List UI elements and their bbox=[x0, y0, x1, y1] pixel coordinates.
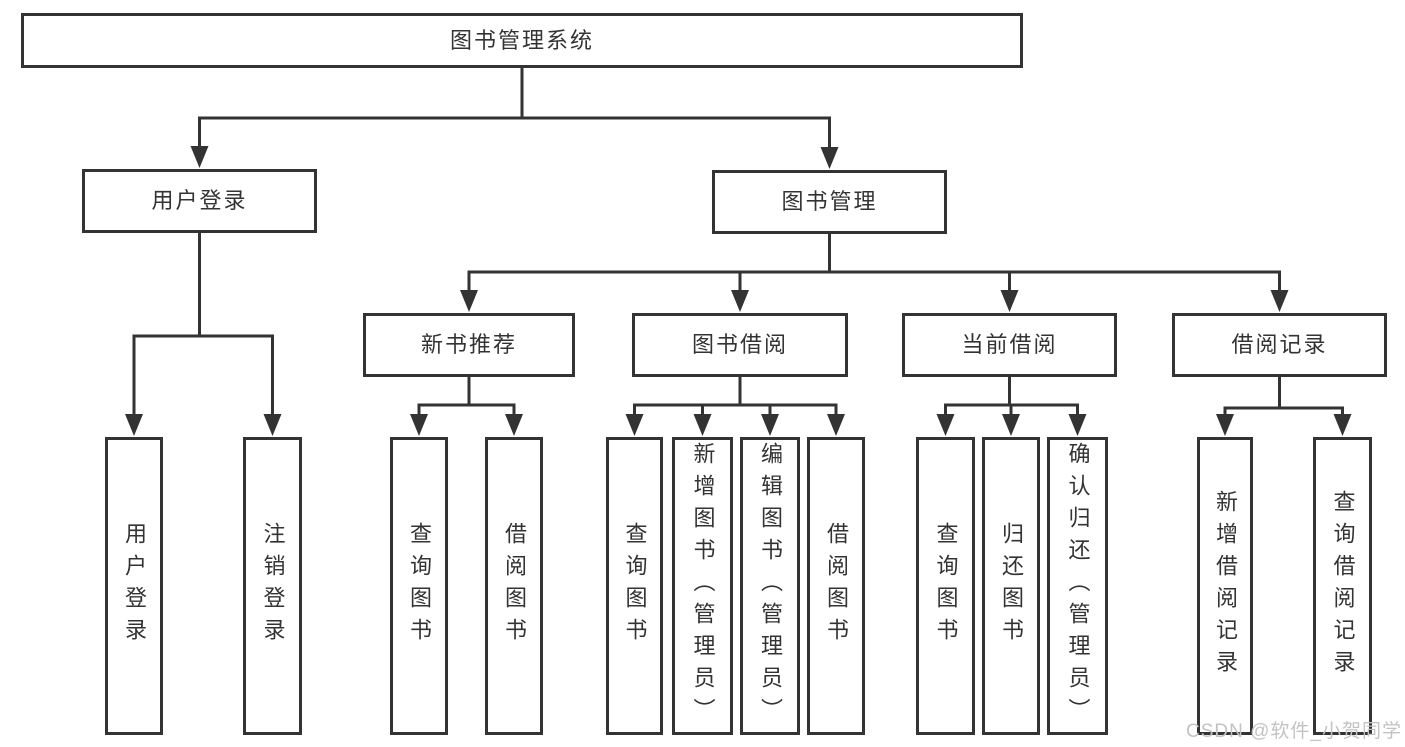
node-borrow-book-2: 借阅图书 bbox=[807, 437, 865, 735]
node-borrow-book-2-label: 借阅图书 bbox=[824, 522, 849, 650]
node-logout: 注销登录 bbox=[243, 437, 302, 735]
node-root-label: 图书管理系统 bbox=[449, 27, 594, 53]
node-query-book-2: 查询图书 bbox=[606, 437, 663, 735]
arrowhead-icon bbox=[731, 290, 749, 312]
node-current-borrow: 当前借阅 bbox=[902, 313, 1117, 377]
node-add-book: 新增图书（管理员） bbox=[672, 437, 733, 735]
arrowhead-icon bbox=[263, 414, 282, 436]
node-edit-book-label: 编辑图书（管理员） bbox=[758, 442, 783, 730]
node-return-book-label: 归还图书 bbox=[999, 522, 1024, 650]
arrowhead-icon bbox=[1000, 290, 1019, 312]
arrowhead-icon bbox=[460, 290, 478, 312]
arrowhead-icon bbox=[410, 414, 428, 436]
node-query-borrow-record-label: 查询借阅记录 bbox=[1330, 490, 1356, 682]
arrowhead-icon bbox=[125, 414, 143, 436]
arrowhead-icon bbox=[1216, 414, 1234, 436]
node-book-borrow-label: 图书借阅 bbox=[691, 332, 788, 357]
node-user-login: 用户登录 bbox=[82, 169, 317, 233]
node-book-mgmt: 图书管理 bbox=[712, 170, 947, 234]
arrowhead-icon bbox=[1333, 414, 1352, 436]
node-borrow-records-label: 借阅记录 bbox=[1231, 332, 1328, 357]
node-book-mgmt-label: 图书管理 bbox=[781, 189, 878, 214]
node-return-book: 归还图书 bbox=[982, 437, 1040, 735]
node-query-book-3: 查询图书 bbox=[916, 437, 975, 735]
node-query-book-2-label: 查询图书 bbox=[622, 522, 648, 650]
arrowhead-icon bbox=[1270, 290, 1289, 312]
arrowhead-icon bbox=[761, 414, 779, 436]
node-root: 图书管理系统 bbox=[21, 13, 1023, 68]
node-query-borrow-record: 查询借阅记录 bbox=[1313, 437, 1372, 735]
node-login-label: 用户登录 bbox=[122, 522, 147, 650]
node-add-book-label: 新增图书（管理员） bbox=[690, 442, 716, 730]
node-confirm-return: 确认归还（管理员） bbox=[1047, 437, 1108, 735]
node-add-borrow-record: 新增借阅记录 bbox=[1197, 437, 1253, 735]
node-book-borrow: 图书借阅 bbox=[632, 313, 848, 377]
arrowhead-icon bbox=[693, 414, 712, 436]
node-confirm-return-label: 确认归还（管理员） bbox=[1065, 442, 1091, 730]
node-query-book-1-label: 查询图书 bbox=[407, 522, 432, 650]
node-login: 用户登录 bbox=[105, 437, 163, 735]
node-new-book-rec: 新书推荐 bbox=[363, 313, 575, 377]
csdn-watermark: CSDN @软件_小贺同学 bbox=[1186, 721, 1402, 742]
node-edit-book: 编辑图书（管理员） bbox=[740, 437, 800, 735]
node-user-login-label: 用户登录 bbox=[151, 188, 248, 213]
arrowhead-icon bbox=[1002, 414, 1020, 436]
arrowhead-icon bbox=[820, 147, 839, 169]
arrowhead-icon bbox=[936, 414, 955, 436]
node-borrow-records: 借阅记录 bbox=[1172, 313, 1387, 377]
arrowhead-icon bbox=[1068, 414, 1087, 436]
node-borrow-book-1-label: 借阅图书 bbox=[502, 522, 527, 650]
node-new-book-rec-label: 新书推荐 bbox=[420, 332, 517, 357]
node-logout-label: 注销登录 bbox=[260, 522, 286, 650]
node-current-borrow-label: 当前借阅 bbox=[961, 332, 1058, 357]
node-query-book-3-label: 查询图书 bbox=[933, 522, 959, 650]
node-add-borrow-record-label: 新增借阅记录 bbox=[1213, 490, 1238, 682]
node-borrow-book-1: 借阅图书 bbox=[485, 437, 543, 735]
arrowhead-icon bbox=[190, 146, 209, 168]
arrowhead-icon bbox=[827, 414, 845, 436]
arrowhead-icon bbox=[625, 414, 644, 436]
node-query-book-1: 查询图书 bbox=[390, 437, 448, 735]
arrowhead-icon bbox=[505, 414, 523, 436]
